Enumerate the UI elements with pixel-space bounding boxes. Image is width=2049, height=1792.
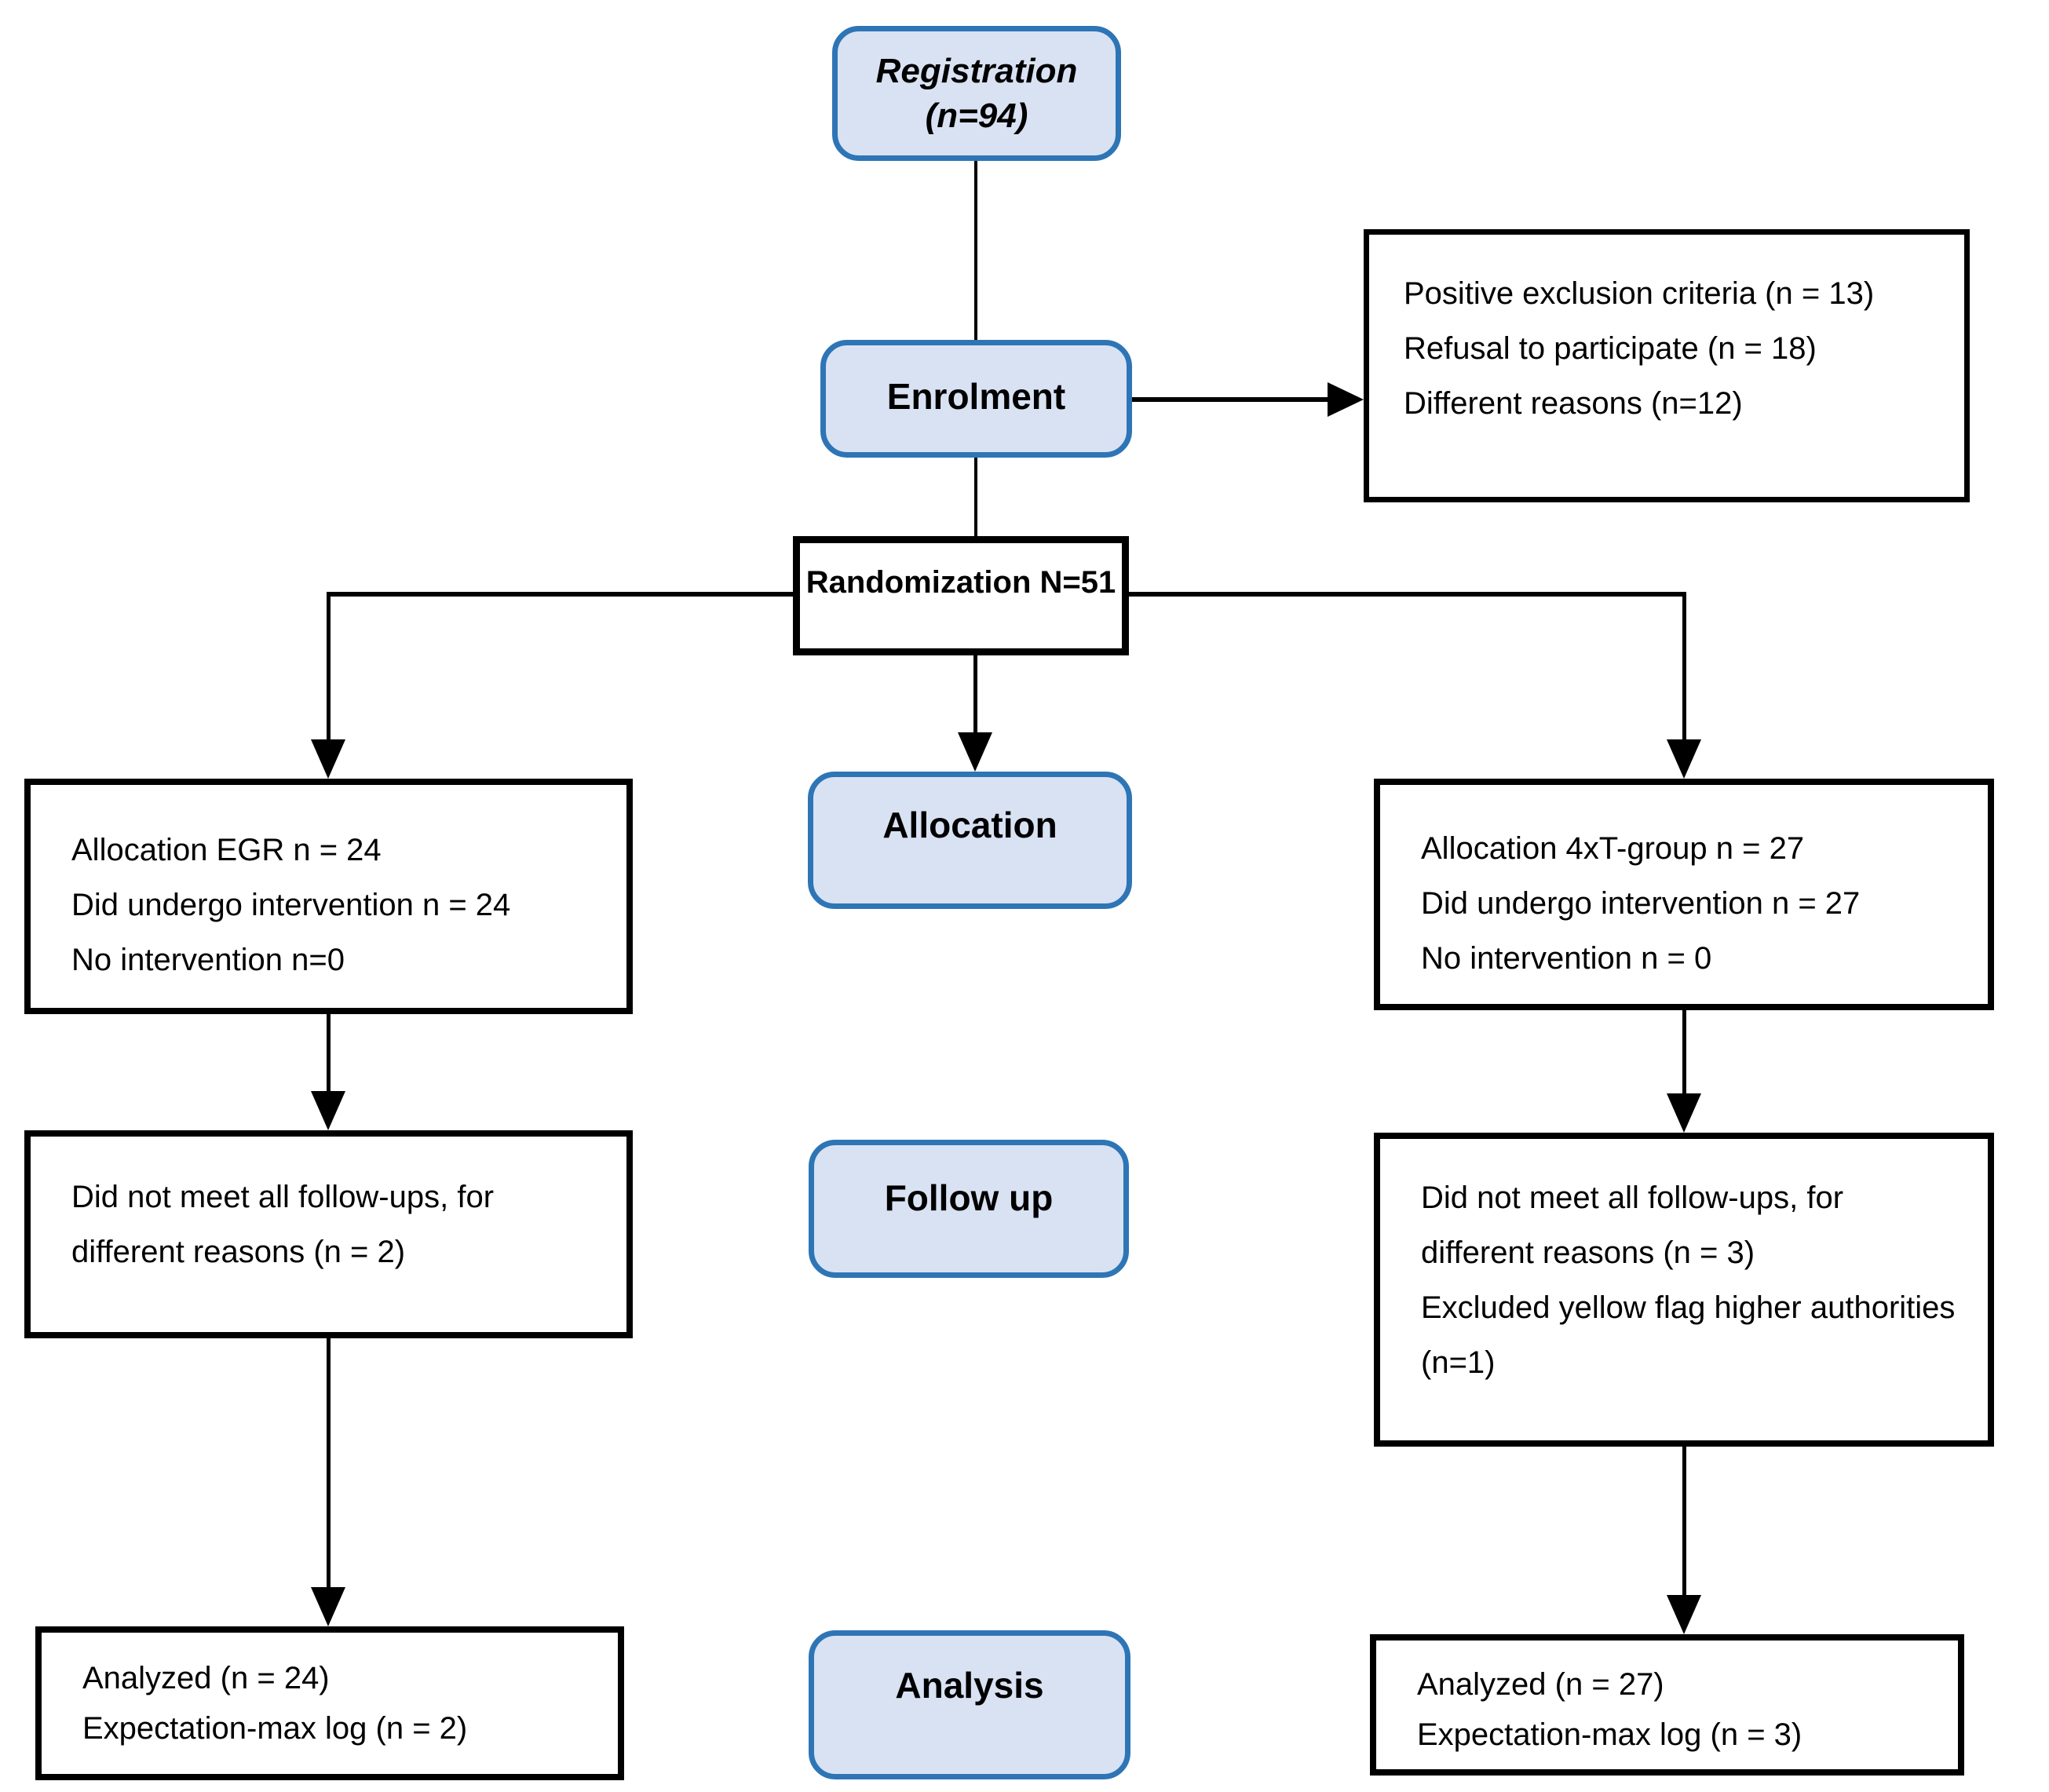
arrow-down-icon [311,1091,345,1130]
allocation-egr-line: Allocation EGR n = 24 [71,833,382,867]
connector-branch-left [327,592,793,597]
followup-stage-box: Follow up [809,1140,1129,1278]
followup-left-line: Did not meet all follow-ups, for differe… [71,1180,495,1269]
analysis-right-box: Analyzed (n = 27) Expectation-max log (n… [1370,1634,1964,1776]
analysis-left-line: Analyzed (n = 24) [82,1661,330,1695]
connector-drop-right-allocation [1682,592,1686,741]
analysis-right-line: Expectation-max log (n = 3) [1417,1717,1802,1752]
enrolment-label: Enrolment [886,376,1066,417]
followup-left-box: Did not meet all follow-ups, for differe… [24,1130,633,1338]
allocation-egr-line: Did undergo intervention n = 24 [71,888,511,922]
followup-stage-label: Follow up [884,1177,1054,1218]
connector-registration-enrolment [974,161,977,340]
exclusion-line: Positive exclusion criteria (n = 13) [1404,276,1875,311]
connector-left-allocation-followup [327,1014,331,1093]
analysis-stage-label: Analysis [895,1665,1044,1706]
connector-drop-left-allocation [327,592,331,741]
enrolment-box: Enrolment [820,340,1132,458]
registration-box: Registration (n=94) [832,26,1121,161]
allocation-4xt-line: No intervention n = 0 [1421,941,1712,976]
connector-right-followup-analysis [1682,1447,1686,1597]
analysis-left-box: Analyzed (n = 24) Expectation-max log (n… [35,1626,624,1780]
randomization-label: Randomization N=51 [805,565,1116,600]
allocation-4xt-line: Did undergo intervention n = 27 [1421,886,1861,921]
arrow-down-icon [311,1587,345,1626]
allocation-egr-box: Allocation EGR n = 24 Did undergo interv… [24,779,633,1014]
registration-count: (n=94) [925,97,1028,135]
followup-right-line: Excluded yellow flag higher authorities … [1421,1290,1956,1380]
connector-enrolment-randomization [974,458,977,536]
allocation-4xt-line: Allocation 4xT-group n = 27 [1421,831,1805,866]
exclusion-line: Different reasons (n=12) [1404,386,1743,421]
allocation-egr-line: No intervention n=0 [71,943,345,977]
followup-right-box: Did not meet all follow-ups, for differe… [1374,1133,1994,1447]
exclusion-box: Positive exclusion criteria (n = 13) Ref… [1364,229,1970,502]
connector-left-followup-analysis [327,1338,331,1589]
arrow-down-icon [311,739,345,779]
connector-right-allocation-followup [1682,1010,1686,1095]
registration-label: Registration [875,51,1078,90]
connector-enrolment-exclusion [1132,397,1330,402]
connector-branch-right [1129,592,1684,597]
connector-randomization-allocation [973,655,977,734]
randomization-box: Randomization N=51 [793,536,1129,655]
arrow-down-icon [958,732,992,772]
analysis-left-line: Expectation-max log (n = 2) [82,1711,468,1746]
arrow-down-icon [1667,1595,1701,1634]
analysis-right-line: Analyzed (n = 27) [1417,1667,1664,1702]
arrow-down-icon [1667,1093,1701,1133]
arrow-down-icon [1667,739,1701,779]
allocation-stage-label: Allocation [882,805,1057,845]
allocation-stage-box: Allocation [808,772,1132,909]
exclusion-line: Refusal to participate (n = 18) [1404,331,1817,366]
arrow-right-icon [1328,382,1364,417]
analysis-stage-box: Analysis [809,1630,1130,1779]
followup-right-line: Did not meet all follow-ups, for differe… [1421,1181,1844,1270]
allocation-4xt-box: Allocation 4xT-group n = 27 Did undergo … [1374,779,1994,1010]
